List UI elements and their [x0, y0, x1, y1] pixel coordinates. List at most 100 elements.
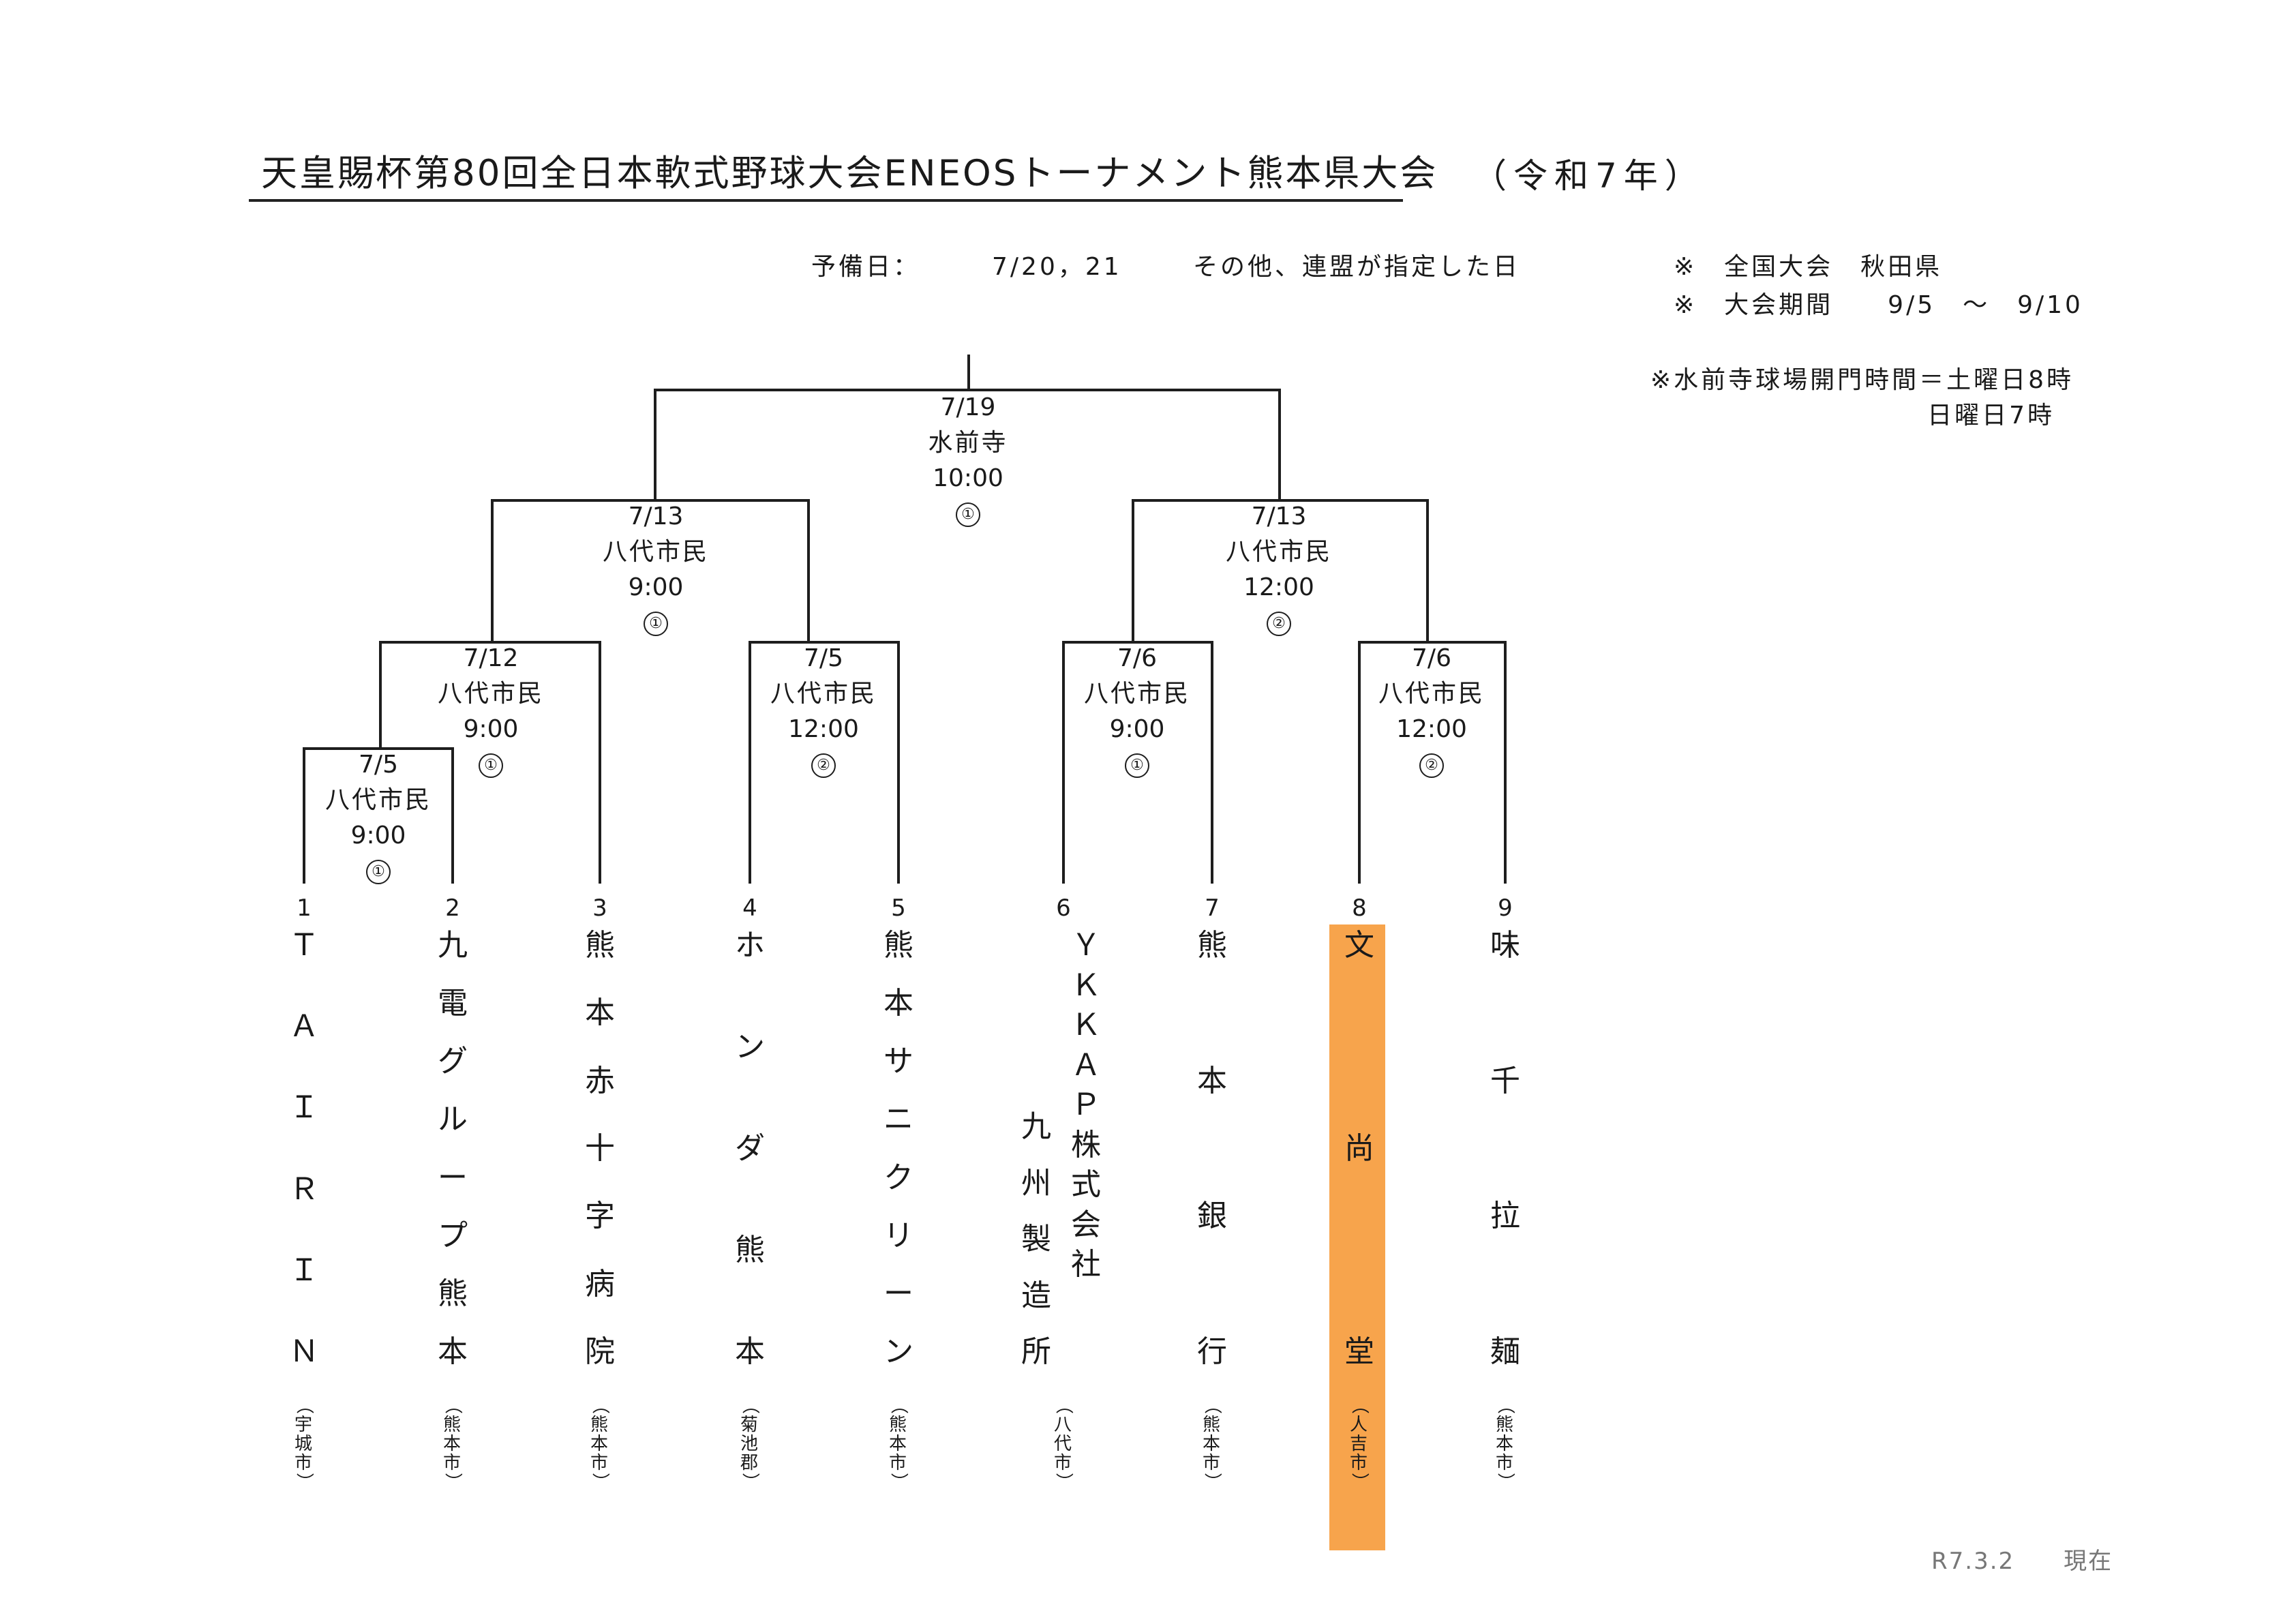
match-date: 7/5 — [804, 644, 843, 672]
qf-c-bar — [1062, 641, 1213, 644]
team-city: （熊本市） — [1478, 1396, 1532, 1539]
team-name-char: ン — [735, 1029, 765, 1064]
team-name-char: Ｋ — [1071, 967, 1101, 1003]
team-city-char: ） — [888, 1472, 909, 1492]
team-city-char: ） — [740, 1472, 760, 1492]
match-time: 10:00 — [933, 464, 1003, 492]
team-name-char: ホ — [735, 928, 765, 963]
team-name-char: 州 — [1021, 1165, 1051, 1201]
team-city-char: 市 — [1053, 1453, 1073, 1473]
qf-d-drop-left — [1358, 641, 1361, 884]
team-name-char: 社 — [1071, 1247, 1101, 1282]
match-r1: 7/5 八代市民 9:00 ① — [290, 747, 467, 889]
team-number: 1 — [297, 894, 312, 922]
qf-a-bar — [379, 641, 601, 644]
match-venue: 八代市民 — [770, 680, 877, 708]
team-name-char: サ — [883, 1044, 913, 1079]
team-name-char: 尚 — [1344, 1131, 1374, 1166]
team-city-char: 吉 — [1349, 1434, 1369, 1454]
team-name: 九電グループ熊本 — [425, 929, 480, 1369]
reserve-day-label: 予備日： — [811, 253, 921, 281]
gate-time-sunday-note: 日曜日7時 — [1927, 402, 2055, 430]
field-number: ② — [811, 753, 836, 778]
team-name-char: 式 — [1071, 1167, 1101, 1202]
team-city: （熊本市） — [871, 1396, 926, 1539]
final-winner-line — [967, 355, 970, 390]
match-date: 7/13 — [1251, 502, 1307, 530]
team-city: （八代市） — [1036, 1396, 1091, 1539]
team-name-char: 造 — [1021, 1278, 1051, 1313]
team-number: 3 — [592, 894, 607, 922]
team-city: （人吉市） — [1332, 1396, 1387, 1539]
tournament-title: 天皇賜杯第80回全日本軟式野球大会ENEOSトーナメント熊本県大会 — [261, 153, 1438, 194]
match-date: 7/5 — [359, 751, 398, 779]
qf-a-drop-left — [379, 641, 382, 750]
team-city-char: 郡 — [740, 1453, 759, 1473]
team-name-char: リ — [883, 1218, 913, 1253]
team-city-char: 市 — [1349, 1453, 1369, 1473]
field-number: ① — [644, 612, 668, 636]
team-name: 熊本サニクリーン — [871, 929, 926, 1369]
team-name-char: Ｎ — [289, 1334, 319, 1369]
qf-d-drop-right — [1504, 641, 1507, 884]
team-city: （熊本市） — [1185, 1396, 1239, 1539]
team-highlight — [1329, 924, 1385, 1550]
qf-c-drop-right — [1211, 641, 1213, 884]
team-city-char: 市 — [1495, 1453, 1515, 1473]
title-underline — [249, 199, 1403, 202]
qf-b-bar — [749, 641, 900, 644]
semi-right-drop-b — [1426, 499, 1429, 644]
match-semi-left: 7/13 八代市民 9:00 ① — [567, 499, 744, 641]
team-city-char: 本 — [442, 1434, 462, 1454]
team-city-char: 市 — [442, 1453, 462, 1473]
team-city-char: 本 — [1495, 1434, 1515, 1454]
team-name-char: 九 — [438, 928, 468, 963]
team-name-char: 字 — [585, 1199, 615, 1234]
team-name-char: 本 — [438, 1334, 468, 1369]
team-city: （熊本市） — [573, 1396, 627, 1539]
field-number: ② — [1267, 612, 1291, 636]
reserve-day-note: その他、連盟が指定した日 — [1193, 253, 1521, 281]
match-date: 7/19 — [940, 393, 996, 421]
team-name-char: 九 — [1021, 1109, 1051, 1144]
team-name-char: 本 — [1197, 1063, 1227, 1098]
team-name-char: 千 — [1490, 1063, 1520, 1098]
team-city-char: 本 — [590, 1434, 609, 1454]
team-name-char: Ｙ — [1071, 928, 1101, 963]
r1-drop-right — [451, 747, 454, 884]
team-name-char: 赤 — [585, 1063, 615, 1098]
team-name-char: ク — [883, 1160, 913, 1195]
team-name-char: 所 — [1021, 1334, 1051, 1369]
match-qf-b: 7/5 八代市民 12:00 ② — [735, 641, 912, 783]
team-name-char: ル — [438, 1102, 468, 1137]
team-city-char: 市 — [294, 1453, 314, 1473]
team-city-char: ） — [590, 1472, 610, 1492]
team-city-char: ） — [1349, 1472, 1370, 1492]
team-number: 4 — [742, 894, 757, 922]
team-name-char: ン — [883, 1334, 913, 1369]
team-name-char: 会 — [1071, 1207, 1101, 1242]
national-tournament-note: ※ 全国大会 秋田県 — [1674, 253, 1943, 281]
reserve-day-dates: 7/20，21 — [992, 253, 1122, 281]
match-time: 9:00 — [1109, 715, 1165, 743]
team-city-char: ） — [294, 1472, 314, 1492]
team-name-char: 本 — [585, 995, 615, 1031]
match-venue: 八代市民 — [602, 538, 709, 566]
team-name-char: 文 — [1344, 928, 1374, 963]
match-qf-a: 7/12 八代市民 9:00 ① — [402, 641, 579, 783]
team-name-char: ー — [438, 1160, 468, 1195]
team-number: 6 — [1056, 894, 1071, 922]
team-name-char: Ａ — [1071, 1047, 1101, 1083]
team-name-char: 麺 — [1490, 1334, 1520, 1369]
match-time: 9:00 — [628, 573, 684, 601]
team-city-char: ） — [442, 1472, 463, 1492]
team-city-char: 市 — [590, 1453, 609, 1473]
match-qf-c: 7/6 八代市民 9:00 ① — [1048, 641, 1226, 783]
match-venue: 水前寺 — [928, 429, 1008, 457]
team-number: 2 — [445, 894, 460, 922]
r1-bar — [303, 747, 454, 750]
team-name-char: 製 — [1021, 1222, 1051, 1257]
team-name-char: 電 — [438, 986, 468, 1021]
team-number: 8 — [1352, 894, 1367, 922]
match-time: 9:00 — [350, 822, 406, 849]
